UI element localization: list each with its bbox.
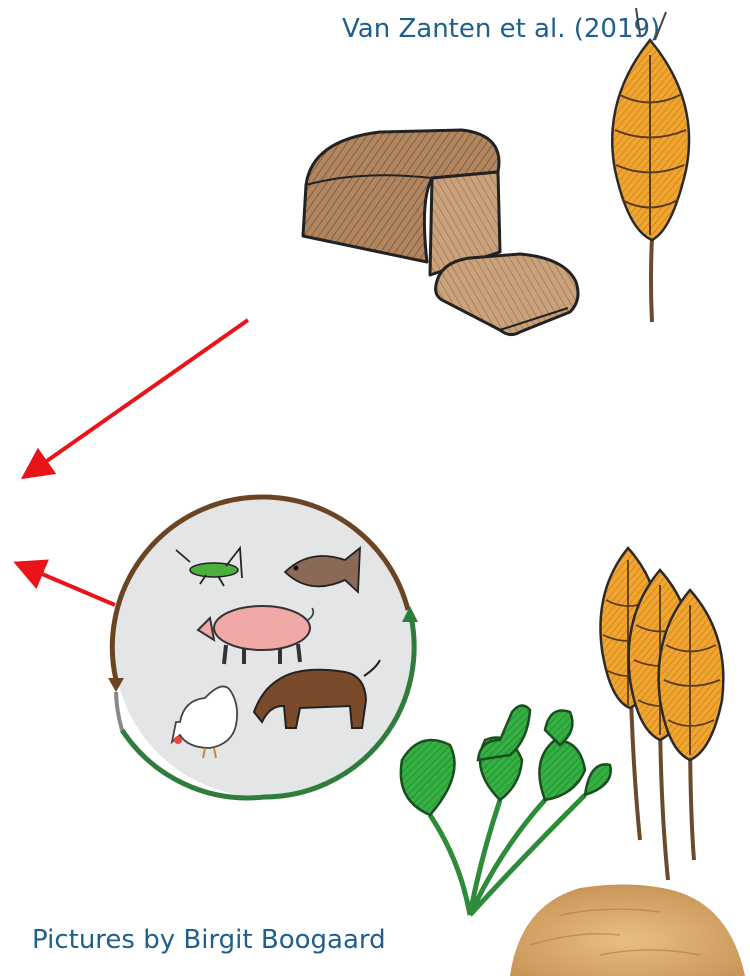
livestock-cycle: [108, 497, 418, 798]
credit-text: Pictures by Birgit Boogaard: [32, 925, 386, 955]
wheat-bundle-icon: [600, 548, 723, 880]
wheat-ear-icon: [612, 8, 689, 322]
leafy-plant-icon: [401, 705, 611, 915]
bread-loaf-icon: [303, 130, 578, 335]
grain-pile-icon: [510, 884, 745, 976]
